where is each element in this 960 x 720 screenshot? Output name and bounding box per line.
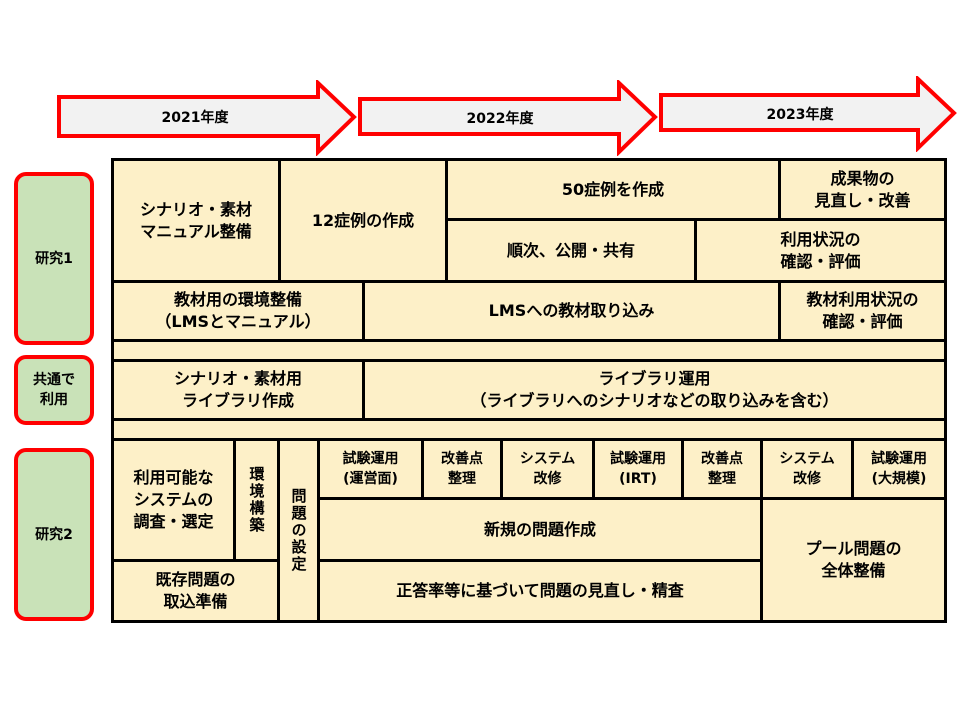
timeline-arrow-2023: [659, 76, 957, 152]
cell-lms-import: LMSへの教材取り込み: [365, 283, 778, 339]
year-label-2022: 2022年度: [466, 111, 534, 127]
cell-problem-setting: 問題の設定: [280, 441, 317, 620]
timeline-arrow-2021: [57, 80, 357, 156]
cell-12-cases: 12症例の作成: [281, 161, 445, 280]
cell-trial-large-scale: 試験運用 (大規模): [854, 441, 944, 497]
cell-trial-irt: 試験運用 (IRT): [595, 441, 681, 497]
cell-system-survey: 利用可能な システムの 調査・選定: [114, 441, 233, 559]
spacer-row-1: [114, 342, 944, 359]
cell-new-problems: 新規の問題作成: [320, 500, 760, 559]
schedule-grid: シナリオ・素材 マニュアル整備 12症例の作成 50症例を作成 成果物の 見直し…: [111, 158, 947, 623]
spacer-row-2: [114, 421, 944, 438]
cell-system-fix-2: システム 改修: [763, 441, 851, 497]
cell-trial-operation: 試験運用 (運営面): [320, 441, 421, 497]
cell-scenario-manual: シナリオ・素材 マニュアル整備: [114, 161, 278, 280]
year-label-2023: 2023年度: [766, 107, 834, 123]
cell-material-usage-evaluation: 教材利用状況の 確認・評価: [781, 283, 944, 339]
cell-50-cases: 50症例を作成: [448, 161, 778, 218]
cell-deliverables-review: 成果物の 見直し・改善: [781, 161, 944, 218]
side-label-common: 共通で 利用: [14, 355, 94, 425]
cell-problem-review: 正答率等に基づいて問題の見直し・精査: [320, 562, 760, 620]
cell-usage-evaluation: 利用状況の 確認・評価: [697, 221, 944, 280]
cell-system-fix-1: システム 改修: [503, 441, 592, 497]
side-label-research1: 研究1: [14, 172, 94, 345]
year-label-2021: 2021年度: [161, 110, 229, 126]
timeline-arrow-2022: [358, 80, 658, 156]
cell-sequential-publish: 順次、公開・共有: [448, 221, 694, 280]
cell-library-creation: シナリオ・素材用 ライブラリ作成: [114, 362, 362, 418]
cell-improvement-1: 改善点 整理: [424, 441, 500, 497]
cell-existing-problems: 既存問題の 取込準備: [114, 562, 277, 620]
cell-pool-problems: プール問題の 全体整備: [763, 500, 944, 620]
cell-environment-setup: 教材用の環境整備 （LMSとマニュアル）: [114, 283, 362, 339]
cell-environment-build: 環境構築: [236, 441, 277, 559]
side-label-research2: 研究2: [14, 448, 94, 621]
cell-library-operation: ライブラリ運用 （ライブラリへのシナリオなどの取り込みを含む）: [365, 362, 944, 418]
cell-improvement-2: 改善点 整理: [684, 441, 760, 497]
